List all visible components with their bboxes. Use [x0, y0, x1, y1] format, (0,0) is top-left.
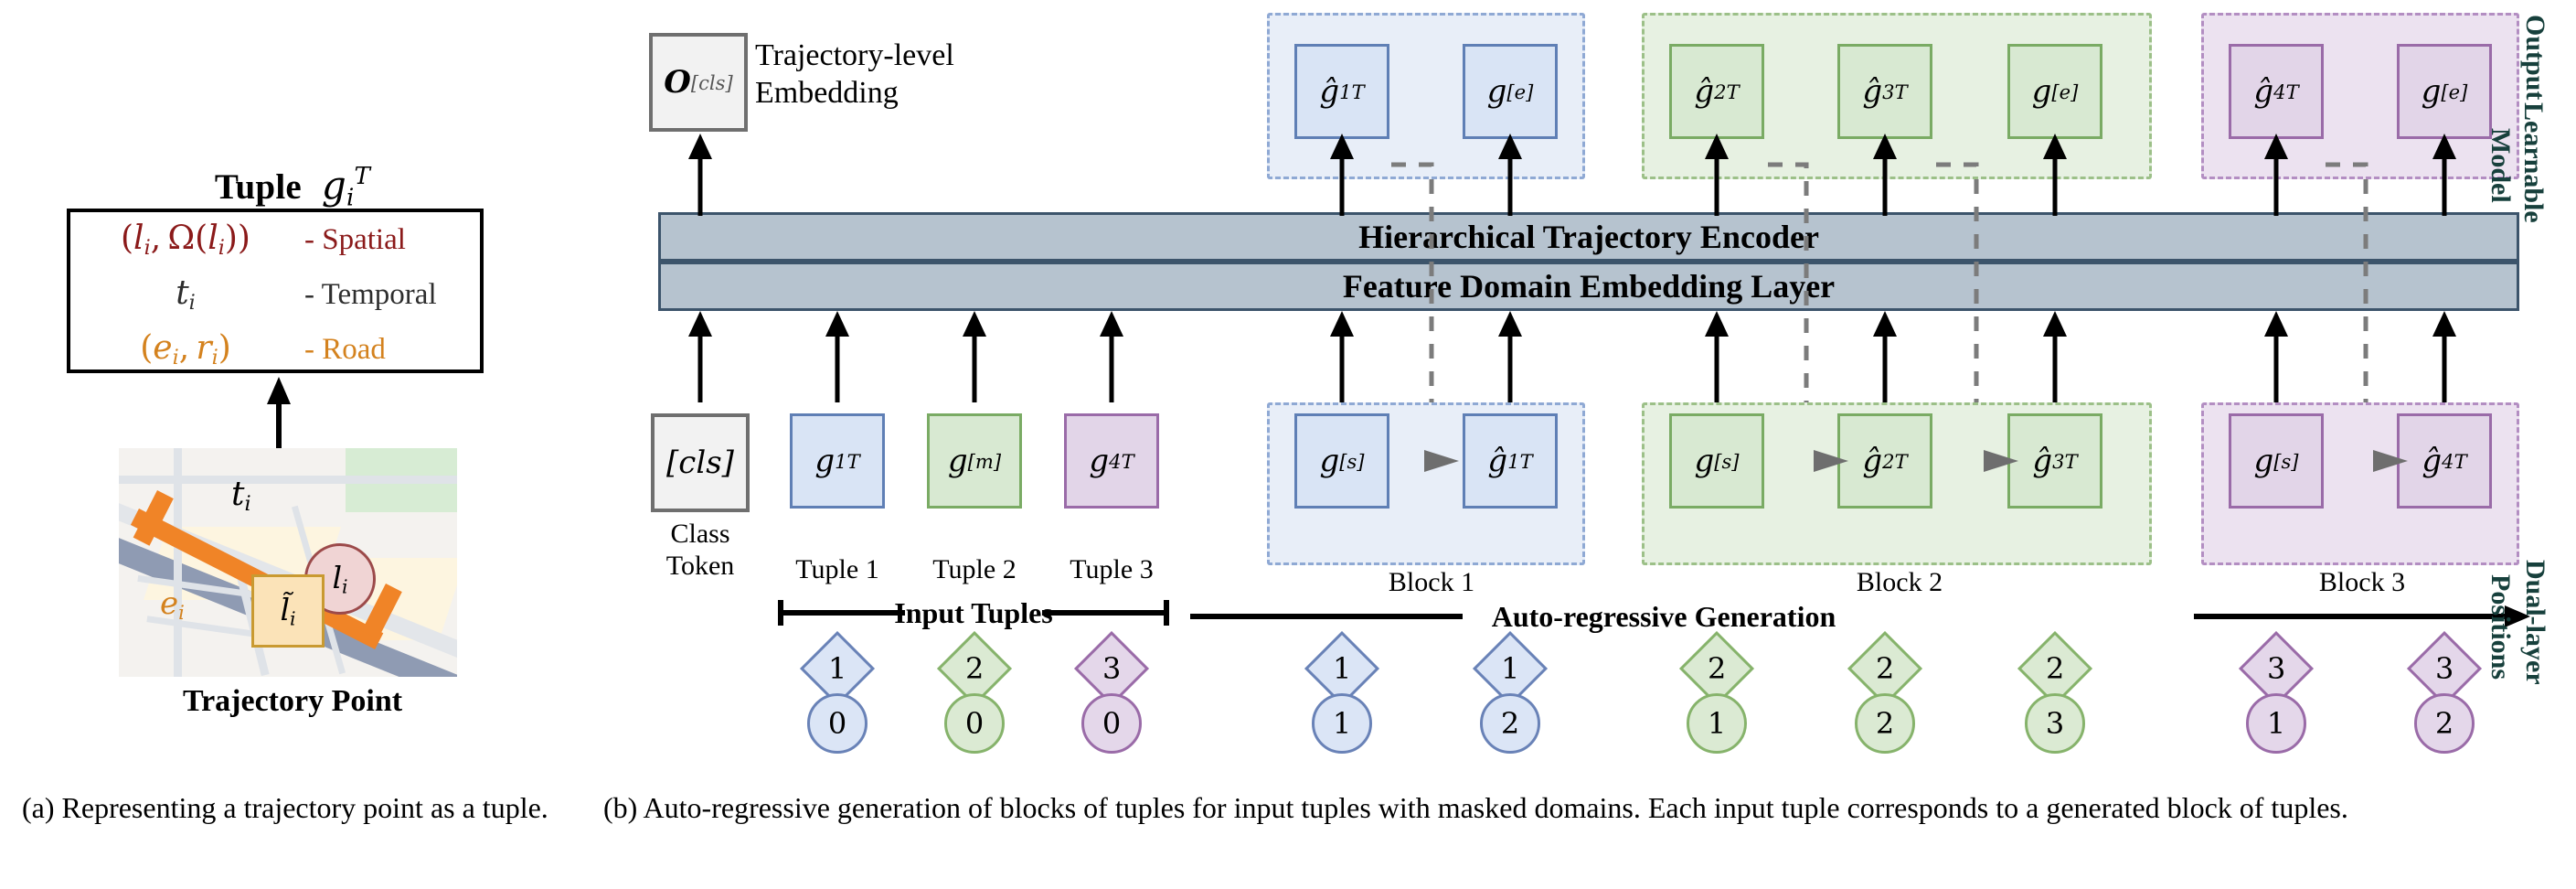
cls-token-caption-line1: Class [670, 519, 730, 549]
input-token-block3-start: g[s] [2229, 413, 2324, 509]
figure-caption-b: (b) Auto-regressive generation of blocks… [603, 791, 2348, 824]
tuple-row-road-label: - Road [304, 332, 386, 366]
tuple-row-temporal-label: - Temporal [304, 277, 437, 311]
position-circle-value: 1 [2246, 693, 2306, 754]
cls-token-caption: Class Token [627, 518, 773, 583]
cls-output-label-line2: Embedding [755, 76, 899, 111]
cls-output-box: O[cls] [649, 33, 748, 132]
input-tuples-bracket [778, 600, 1169, 626]
tuple-definition-box: (li, Ω(li)) - Spatial ti - Temporal (ei,… [67, 209, 484, 373]
map-label-ei: ei [160, 585, 185, 624]
side-label-output: Output [2520, 15, 2550, 101]
autoregressive-arrow [1190, 605, 2530, 627]
input-tuples-label: Input Tuples [894, 596, 1053, 629]
input-token-cls: [cls] [651, 413, 750, 512]
tuple-row-spatial-label: - Spatial [304, 222, 406, 256]
position-diamond-value: 2 [2045, 650, 2065, 686]
block-inline-arrows [1424, 450, 2408, 472]
tuple-row-spatial-math: (li, Ω(li)) [121, 219, 250, 261]
position-diamond-value: 2 [1875, 650, 1895, 686]
cls-output-label-line1: Trajectory-level [755, 38, 954, 72]
autoregressive-label: Auto-regressive Generation [1491, 600, 1836, 633]
position-circle-value: 1 [1687, 693, 1747, 754]
tuple-3-caption: Tuple 3 [1070, 554, 1154, 584]
panel-a: Tuple giT (li, Ω(li)) - Spatial ti - Temp… [0, 0, 548, 777]
tuple-row-road-math: (ei, ri) [140, 328, 231, 370]
encoder-bar-hierarchical: Hierarchical Trajectory Encoder [658, 212, 2519, 262]
side-label-positions-line1: Dual-layer [2520, 560, 2550, 685]
position-diamond-value: 2 [964, 650, 985, 686]
input-token-block1-start: g[s] [1294, 413, 1389, 509]
map-label-ti: ti [231, 476, 251, 517]
tuple-up-arrow-icon [267, 377, 291, 455]
position-diamond-value: 1 [827, 650, 847, 686]
trajectory-map-image [119, 448, 457, 677]
position-circle-value: 2 [1480, 693, 1540, 754]
position-diamond-value: 3 [2434, 650, 2454, 686]
tuple-row-road: (ei, ri) - Road [70, 322, 480, 377]
tuple-row-temporal-math: ti [176, 273, 196, 316]
position-circle-value: 0 [807, 693, 868, 754]
position-circle-value: 2 [2414, 693, 2475, 754]
tuple-title-text: Tuple [214, 167, 302, 208]
cls-output-label: Trajectory-level Embedding [755, 37, 1011, 112]
position-circle-value: 1 [1312, 693, 1372, 754]
position-circle-value: 3 [2025, 693, 2085, 754]
side-label-model-line1: Learnable [2518, 102, 2549, 223]
cls-token-caption-line2: Token [665, 551, 735, 582]
position-diamond-value: 1 [1332, 650, 1352, 686]
tuple-row-spatial: (li, Ω(li)) - Spatial [70, 212, 480, 267]
block-2-caption: Block 2 [1856, 567, 1943, 597]
tuple-2-caption: Tuple 2 [932, 554, 1017, 584]
output-token-g-end-2: g[e] [2007, 44, 2102, 139]
position-diamond-value: 3 [1102, 650, 1122, 686]
input-token-block2-start: g[s] [1669, 413, 1764, 509]
tuple-symbol: giT [321, 163, 371, 212]
position-diamond-value: 3 [2266, 650, 2286, 686]
position-circle-value: 2 [1855, 693, 1915, 754]
output-token-g-end-3: g[e] [2397, 44, 2492, 139]
position-circle-value: 0 [944, 693, 1005, 754]
position-circle-value: 0 [1081, 693, 1142, 754]
trajectory-point-caption: Trajectory Point [182, 684, 403, 718]
output-arrows-group [688, 134, 2456, 216]
feedback-dashed-connectors [1391, 162, 2368, 434]
block-3-caption: Block 3 [2318, 567, 2406, 597]
tuple-1-caption: Tuple 1 [795, 554, 879, 584]
tuple-title: Tuple giT [101, 163, 484, 211]
position-diamond-value: 1 [1500, 650, 1520, 686]
input-arrows-group [688, 311, 2456, 402]
side-label-positions-line2: Positions [2486, 574, 2516, 680]
side-label-model-line2: Model [2486, 128, 2516, 203]
map-label-l-tilde-square: l̃i [251, 574, 325, 648]
input-token-tuple-2: g[m] [927, 413, 1022, 509]
encoder-bar-feature-domain: Feature Domain Embedding Layer [658, 262, 2519, 311]
figure-caption-a: (a) Representing a trajectory point as a… [22, 791, 548, 824]
tuple-row-temporal: ti - Temporal [70, 267, 480, 322]
block-1-caption: Block 1 [1388, 567, 1475, 597]
position-diamond-value: 2 [1707, 650, 1727, 686]
